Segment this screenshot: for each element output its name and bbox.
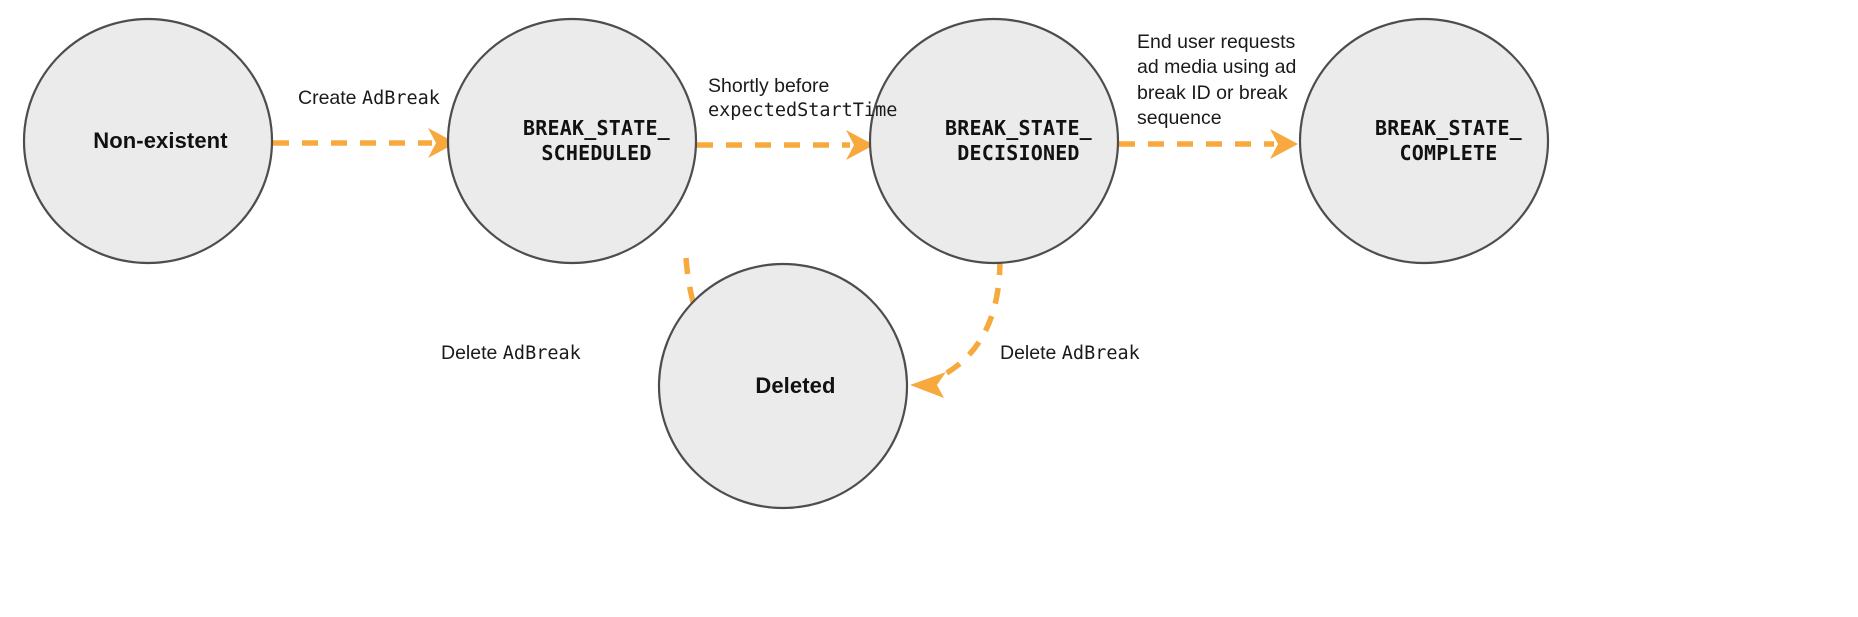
node-break-state-scheduled[interactable] [446,17,698,265]
edge-label-create-adbreak: Create AdBreak [298,86,440,111]
node-break-state-decisioned[interactable] [868,17,1120,265]
edge-label-delete-adbreak-left-mono: AdBreak [502,343,581,364]
edge-label-delete-adbreak-right: Delete AdBreak [1000,341,1140,366]
edge-label-end-user-requests-line-1: End user requests [1137,31,1296,53]
edge-label-end-user-requests-line-2: ad media using ad [1137,56,1297,79]
edge-shortly-before-path-group[interactable] [697,130,874,160]
edge-label-create-adbreak-prop: Create [298,87,362,109]
edge-shortly-before-arrowhead [846,130,874,160]
edge-label-delete-adbreak-left-prop: Delete [441,342,503,364]
edge-label-end-user-requests: End user requests ad media using ad brea… [1137,30,1296,131]
edge-label-delete-adbreak-right-mono: AdBreak [1061,343,1140,364]
edge-delete-from-decisioned-path [936,258,1003,381]
edge-label-delete-adbreak-left-line: Delete AdBreak [441,341,581,366]
node-non-existent[interactable] [22,17,274,265]
edge-label-shortly-before-line-2: expectedStartTime [708,100,898,122]
edge-label-shortly-before: Shortly before expectedStartTime [708,74,897,123]
edge-delete-from-decisioned-arrowhead [910,372,946,398]
edge-label-create-adbreak-mono: AdBreak [361,88,440,109]
node-deleted[interactable] [657,262,909,510]
edge-label-create-adbreak-line: Create AdBreak [298,86,440,111]
edge-label-end-user-requests-line-4: sequence [1137,107,1222,130]
edge-label-delete-adbreak-left: Delete AdBreak [441,341,581,366]
edge-create-adbreak[interactable] [273,128,456,158]
nodes-layer [22,17,1550,510]
edge-label-delete-adbreak-right-line: Delete AdBreak [1000,341,1140,366]
edge-label-shortly-before-line-1: Shortly before [708,75,830,97]
edge-end-user-requests-arrowhead [1270,129,1298,159]
edge-label-end-user-requests-line-3: break ID or break [1137,81,1288,104]
edge-create-adbreak-arrowhead [428,128,456,158]
edge-end-user-requests-group[interactable] [1119,129,1298,159]
node-break-state-complete[interactable] [1298,17,1550,265]
edge-delete-from-decisioned-group[interactable] [910,258,1003,398]
edge-label-delete-adbreak-right-prop: Delete [1000,342,1062,364]
